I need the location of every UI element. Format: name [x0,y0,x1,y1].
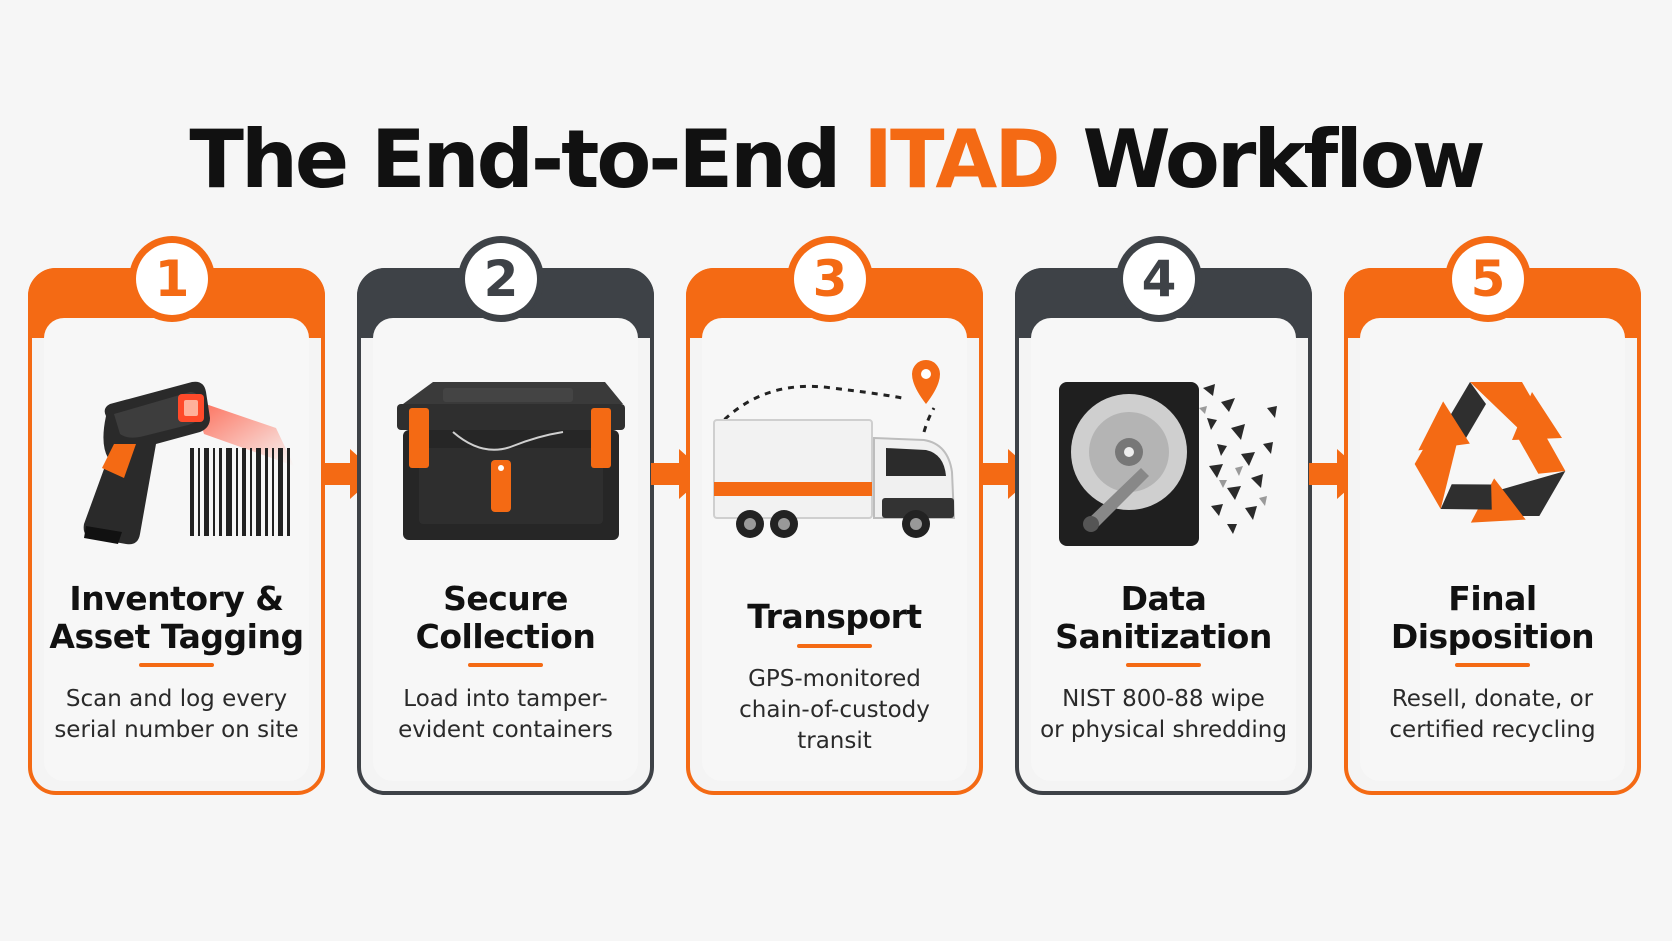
step-number: 5 [1452,243,1524,315]
step-card-1: Inventory & Asset Tagging Scan and log e… [28,236,325,795]
step-card-5: Final Disposition Resell, donate, or cer… [1344,236,1641,795]
step-card-3: Transport GPS-monitored chain-of-custody… [686,236,983,795]
title-suffix: Workflow [1057,113,1486,206]
step-description: Scan and log every serial number on site [54,686,299,743]
step-card-2: Secure Collection Load into tamper- evid… [357,236,654,795]
step-title: Secure Collection [415,579,596,656]
card-body: Inventory & Asset Tagging Scan and log e… [44,318,309,781]
step-number-badge: 5 [1445,236,1531,322]
hard-drive-shred-icon [1031,348,1296,553]
title-prefix: The End-to-End [189,113,864,206]
card-body: Data Sanitization NIST 800-88 wipe or ph… [1031,318,1296,781]
title-accent: ITAD [863,113,1060,206]
title-underline [1126,663,1201,667]
step-number: 1 [136,243,208,315]
barcode-scanner-icon [44,348,309,553]
step-number: 3 [794,243,866,315]
card-body: Secure Collection Load into tamper- evid… [373,318,638,781]
step-description: Load into tamper- evident containers [398,686,613,743]
card-body: Final Disposition Resell, donate, or cer… [1360,318,1625,781]
step-description: GPS-monitored chain-of-custody transit [739,666,930,754]
card-body: Transport GPS-monitored chain-of-custody… [702,318,967,781]
step-card-4: Data Sanitization NIST 800-88 wipe or ph… [1015,236,1312,795]
step-number-badge: 1 [129,236,215,322]
step-number: 4 [1123,243,1195,315]
page-title: The End-to-End ITAD Workflow [0,110,1672,210]
step-number-badge: 4 [1116,236,1202,322]
title-underline [1455,663,1530,667]
locked-container-icon [373,348,638,553]
step-title: Inventory & Asset Tagging [49,579,304,656]
recycle-icon [1360,348,1625,553]
step-title: Data Sanitization [1055,579,1272,656]
step-description: Resell, donate, or certified recycling [1389,686,1596,743]
step-number: 2 [465,243,537,315]
title-underline [797,644,872,648]
title-underline [468,663,543,667]
step-number-badge: 3 [787,236,873,322]
step-number-badge: 2 [458,236,544,322]
truck-icon [702,348,967,553]
step-title: Transport [747,597,922,636]
title-underline [139,663,214,667]
step-title: Final Disposition [1390,579,1595,656]
step-description: NIST 800-88 wipe or physical shredding [1040,686,1287,743]
